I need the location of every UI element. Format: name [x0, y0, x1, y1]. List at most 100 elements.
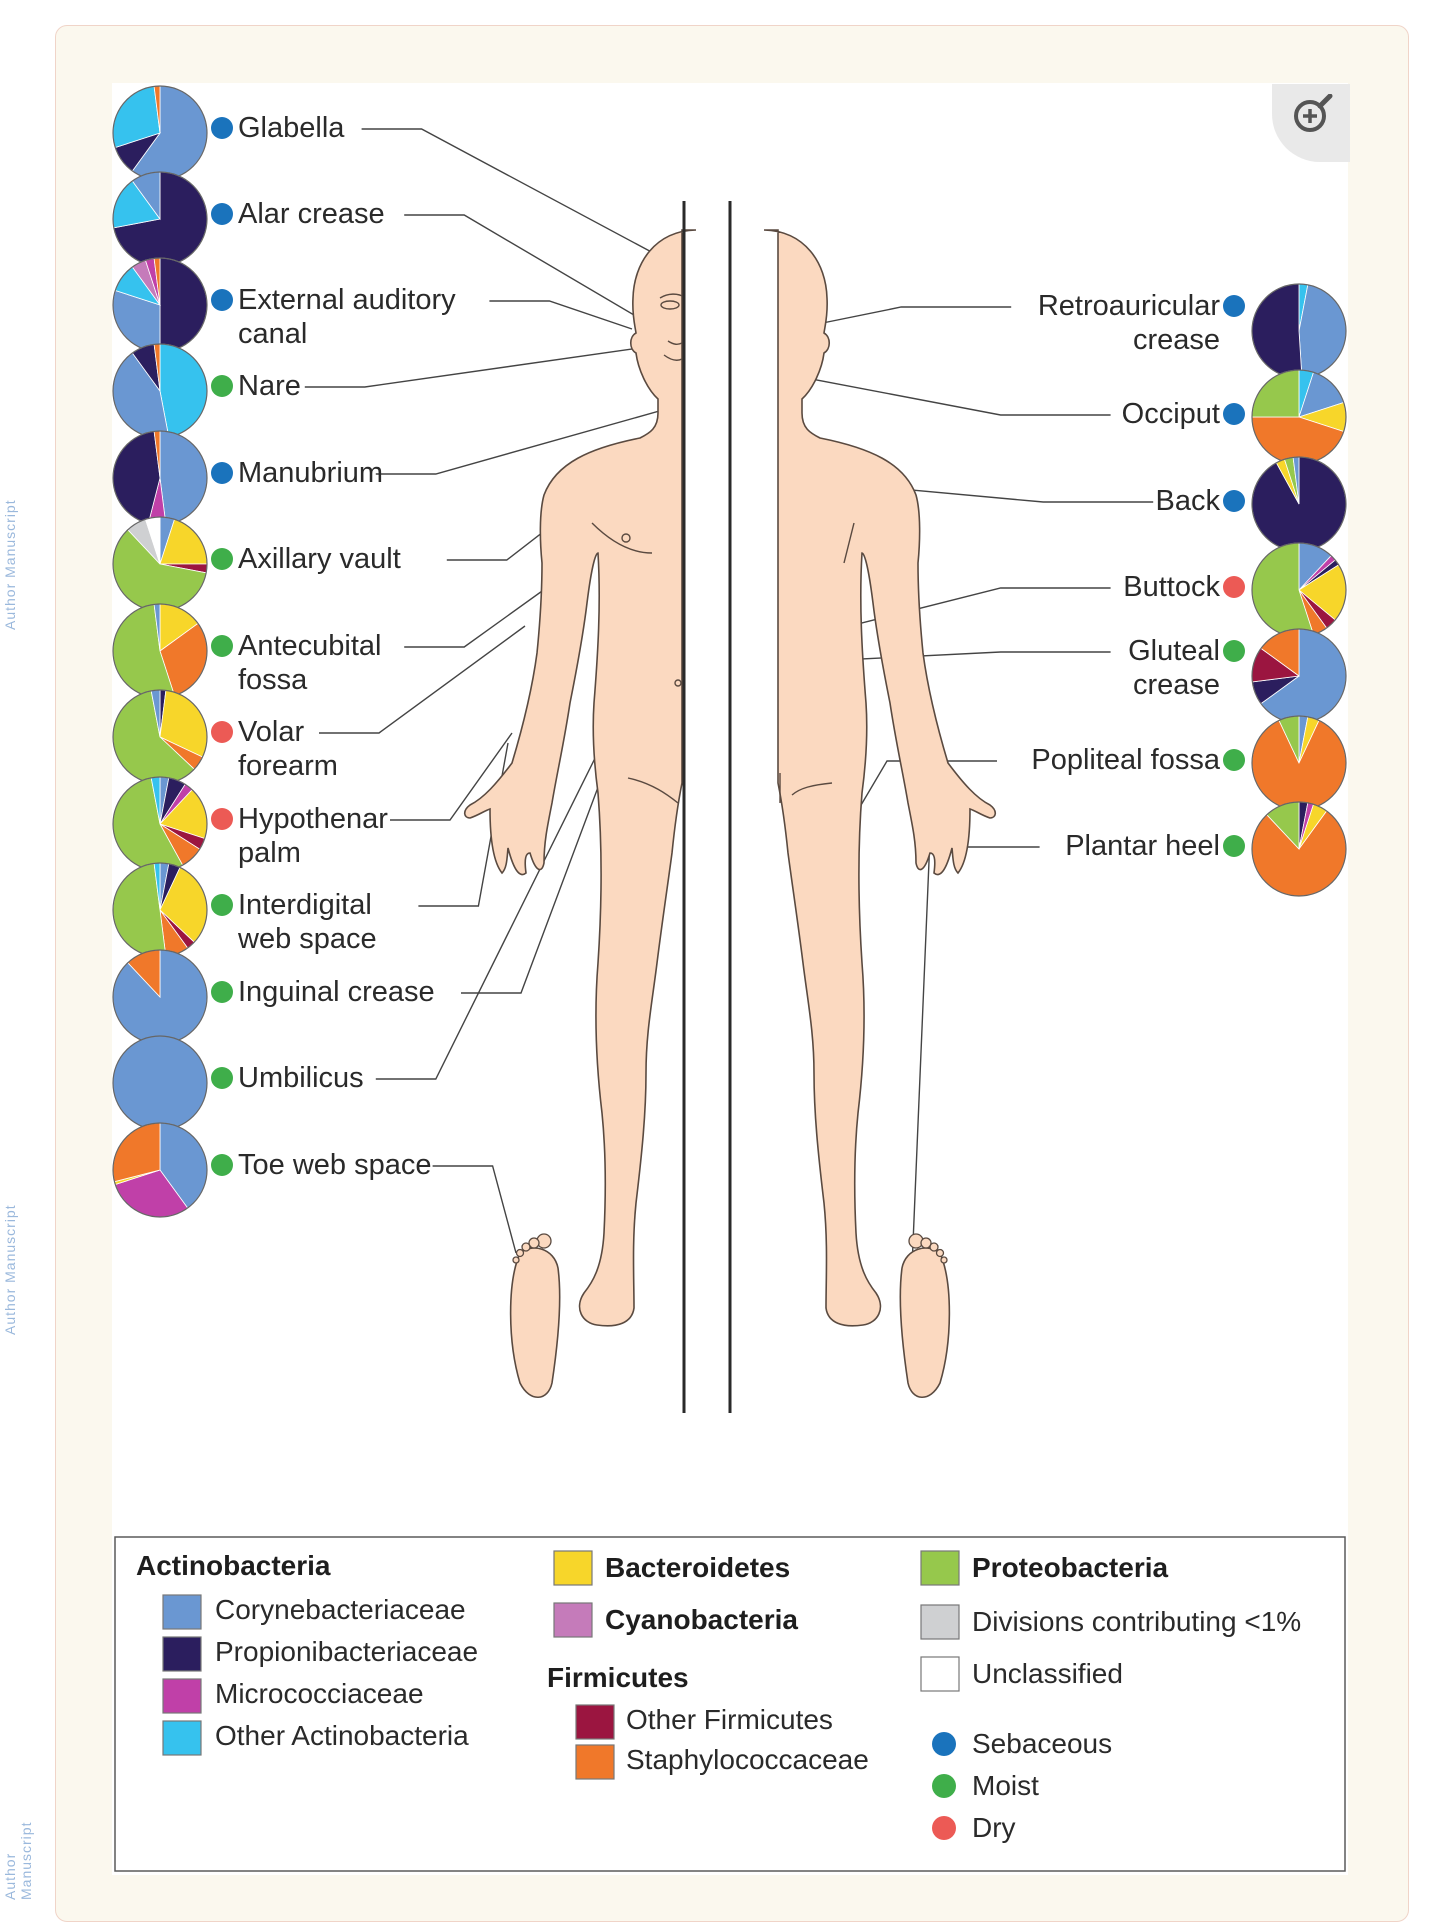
site-type-dot-sebaceous: [211, 203, 233, 225]
site-label-line: web space: [238, 923, 377, 955]
site-label: Manubrium: [238, 456, 383, 490]
site-type-dot-moist: [211, 894, 233, 916]
site-type-dot-sebaceous: [211, 117, 233, 139]
pie-slice-proteobacteria: [1251, 369, 1300, 418]
site-type-dot-dry: [1223, 576, 1245, 598]
site-label-line: Retroauricular: [1037, 290, 1220, 322]
legend-swatch-propionibacteriaceae: [162, 1636, 202, 1672]
body-front-silhouette: [463, 229, 697, 1327]
site-type-dot-sebaceous: [1223, 403, 1245, 425]
right-foot-sole: [899, 1247, 951, 1399]
pie-slice-other-actinobacteria: [159, 343, 208, 438]
pie-slice-corynebacteriaceae: [159, 430, 208, 526]
legend-label-staphylococcaceae: Staphylococcaceae: [626, 1744, 869, 1775]
site-label: Nare: [238, 369, 301, 403]
site-label-line: External auditory: [238, 284, 456, 316]
body-back-silhouette: [763, 229, 997, 1327]
leader-line: [797, 306, 1012, 329]
site-type-dot-moist: [1223, 835, 1245, 857]
background-edge-text: Author Manuscript Author Manuscript Auth…: [0, 0, 34, 1907]
site-type-dot-moist: [211, 1067, 233, 1089]
leader-line: [404, 570, 571, 648]
site-label: Axillary vault: [238, 542, 401, 576]
human-body-illustration: [463, 201, 997, 1413]
leader-line: [361, 128, 673, 264]
site-label-line: palm: [238, 837, 301, 869]
legend-box: [114, 1536, 1346, 1872]
site-label-line: Alar crease: [238, 198, 385, 230]
pie-gluteal-crease: [1251, 628, 1347, 724]
site-label-line: crease: [1132, 324, 1220, 356]
pie-volar-forearm: [112, 689, 208, 785]
leader-line: [390, 732, 513, 821]
site-label-line: Inguinal crease: [238, 976, 435, 1008]
site-label-line: Glabella: [238, 112, 345, 144]
site-type-dot-sebaceous: [211, 289, 233, 311]
site-type-dot-moist: [211, 548, 233, 570]
legend-swatch-unclassified: [920, 1656, 960, 1692]
site-label-line: Umbilicus: [238, 1062, 364, 1094]
legend-swatch-cyanobacteria: [553, 1602, 593, 1638]
site-label: Alar crease: [238, 197, 385, 231]
legend-label-moist: Moist: [972, 1770, 1039, 1801]
pie-plantar-heel: [1251, 801, 1347, 897]
pie-hypothenar-palm: [112, 776, 208, 872]
legend-swatch-corynebacteriaceae: [162, 1594, 202, 1630]
site-label-line: Volar: [238, 716, 305, 748]
pie-axillary-vault: [112, 516, 208, 612]
legend-label-divisions-lt-1pct: Divisions contributing <1%: [972, 1606, 1302, 1637]
site-label: Buttock: [1123, 570, 1220, 604]
legend-dot-dry: [932, 1816, 956, 1840]
site-label-line: Buttock: [1123, 571, 1220, 603]
site-label: Occiput: [1122, 397, 1220, 431]
site-label-line: Nare: [238, 370, 301, 402]
legend-swatch-other-firmicutes: [575, 1704, 615, 1740]
site-label-line: Antecubital: [238, 630, 382, 662]
pie-outline: [1251, 801, 1347, 897]
pie-outline: [112, 1122, 208, 1218]
pie-inguinal-crease: [112, 949, 208, 1045]
site-label: Popliteal fossa: [1031, 743, 1220, 777]
pie-antecubital-fossa: [112, 603, 208, 699]
leader-line: [319, 625, 526, 734]
pie-glabella: [112, 85, 208, 181]
site-label-line: Interdigital: [238, 889, 372, 921]
legend-label-other-firmicutes: Other Firmicutes: [626, 1704, 833, 1735]
legend-dot-sebaceous: [932, 1732, 956, 1756]
legend-label-micrococciaceae: Micrococciaceae: [215, 1678, 424, 1709]
site-type-dot-moist: [211, 981, 233, 1003]
legend-swatch-micrococciaceae: [162, 1678, 202, 1714]
legend-label-bacteroidetes: Bacteroidetes: [605, 1552, 791, 1583]
site-label-line: Plantar heel: [1065, 830, 1220, 862]
zoom-in-icon: [1294, 94, 1333, 132]
site-label: Back: [1156, 484, 1220, 518]
site-type-dot-sebaceous: [211, 462, 233, 484]
edge-text: Author Manuscript: [2, 499, 18, 630]
legend-swatch-proteobacteria: [920, 1550, 960, 1586]
site-type-dots: [211, 117, 1245, 1176]
site-label-line: Back: [1155, 485, 1220, 517]
legend-label-proteobacteria: Proteobacteria: [972, 1552, 1169, 1583]
legend-label-unclassified: Unclassified: [972, 1658, 1123, 1689]
site-label: Plantar heel: [1065, 829, 1220, 863]
pie-retroauricular-crease: [1251, 283, 1347, 379]
leader-line: [821, 587, 1111, 634]
site-type-dot-dry: [211, 808, 233, 830]
pie-umbilicus: [112, 1035, 208, 1131]
legend-label-propionibacteriaceae: Propionibacteriaceae: [215, 1636, 479, 1667]
site-label-line: crease: [1132, 669, 1220, 701]
skin-microbiome-diagram: [112, 85, 1347, 1872]
pie-interdigital-web-space: [112, 862, 208, 958]
legend-swatch-bacteroidetes: [553, 1550, 593, 1586]
site-type-dot-dry: [211, 721, 233, 743]
site-label-line: forearm: [238, 750, 338, 782]
pie-slice-propionibacteriaceae: [1251, 283, 1303, 379]
pie-back: [1251, 456, 1347, 552]
